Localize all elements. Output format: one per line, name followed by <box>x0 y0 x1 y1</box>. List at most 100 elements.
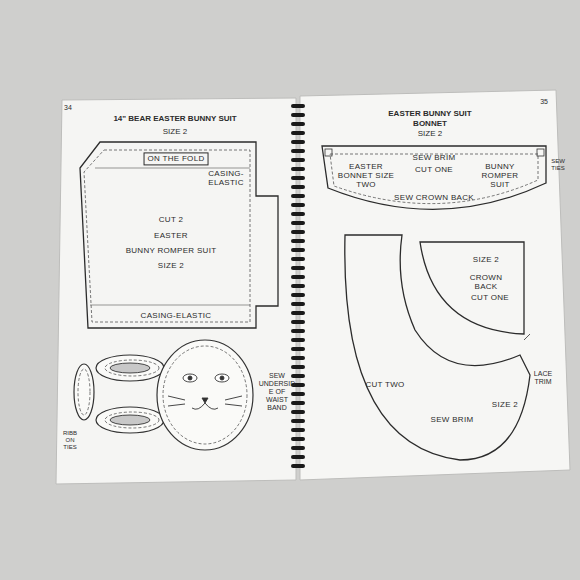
piece-label: CUT ONE <box>471 293 509 302</box>
spiral-loop <box>291 464 305 468</box>
bunny-face-piece <box>74 340 253 450</box>
note-label: EASTER BUNNY SUIT <box>360 109 500 118</box>
bunny-ear <box>96 407 164 433</box>
bunny-features <box>110 363 242 425</box>
spiral-loop <box>291 311 305 315</box>
piece-label: CUT ONE <box>415 165 453 174</box>
spiral-loop <box>291 338 305 342</box>
spiral-loop <box>291 167 305 171</box>
grain-mark <box>537 149 544 156</box>
seam-line <box>330 154 538 204</box>
spiral-loop <box>291 266 305 270</box>
spiral-loop <box>291 194 305 198</box>
piece-label: CUT 2 <box>159 215 183 224</box>
spiral-loop <box>291 320 305 324</box>
page-number: 34 <box>64 104 84 112</box>
spiral-loop <box>291 365 305 369</box>
seam-line <box>78 369 90 415</box>
pattern-piece: SIZE 2 CROWN BACK CUT ONE <box>418 238 528 338</box>
spiral-loop <box>291 176 305 180</box>
grain-mark <box>325 149 332 156</box>
inner-ear <box>110 415 150 425</box>
notch <box>524 334 530 340</box>
spiral-loop <box>291 122 305 126</box>
seam-lines <box>78 346 247 444</box>
spiral-loop <box>291 437 305 441</box>
casing-line <box>95 168 250 169</box>
piece-outline <box>320 138 548 233</box>
eye <box>183 374 197 382</box>
spiral-loop <box>291 140 305 144</box>
piece-label: BUNNY ROMPER SUIT <box>476 162 524 190</box>
pattern-piece: ON THE FOLD CASING-ELASTIC CUT 2 EASTER BUNN… <box>76 138 294 333</box>
page-number: 35 <box>528 98 548 106</box>
piece-outline <box>340 225 540 465</box>
spiral-loop <box>291 374 305 378</box>
page-heading: 14" BEAR EASTER BUNNY SUIT <box>90 114 260 123</box>
spiral-binding <box>291 104 305 468</box>
seam-line <box>163 346 247 444</box>
note-label: LACE TRIM <box>530 370 556 386</box>
pattern-piece: SEW BRIM CUT ONE EASTER BONNET SIZE TWO BUN… <box>320 138 548 233</box>
note-label: SIZE 2 <box>360 129 500 138</box>
piece-label: SIZE 2 <box>158 261 184 270</box>
piece-label: SEW BRIM <box>413 153 456 162</box>
spiral-loop <box>291 401 305 405</box>
spiral-loop <box>291 104 305 108</box>
spiral-loop <box>291 428 305 432</box>
spiral-loop <box>291 203 305 207</box>
piece-label: CASING-ELASTIC <box>141 311 212 320</box>
spiral-loop <box>291 275 305 279</box>
seam-line <box>105 412 159 428</box>
spiral-loop <box>291 302 305 306</box>
piece-label: CASING-ELASTIC <box>192 169 260 187</box>
piece-label: SEW CROWN BACK <box>394 193 474 202</box>
piece-outline <box>418 238 528 338</box>
right-page <box>300 90 570 480</box>
nose <box>202 398 208 403</box>
piece-label: BUNNY ROMPER SUIT <box>126 246 217 255</box>
spiral-loop <box>291 158 305 162</box>
cut-line <box>322 146 546 209</box>
spiral-loop <box>291 212 305 216</box>
piece-label: SIZE 2 <box>492 400 518 409</box>
spiral-loop <box>291 347 305 351</box>
spiral-loop <box>291 410 305 414</box>
cut-line <box>345 235 530 460</box>
spiral-loop <box>291 131 305 135</box>
spiral-loop <box>291 356 305 360</box>
spiral-loop <box>291 392 305 396</box>
spiral-loop <box>291 149 305 153</box>
note-label: SEW TIES <box>546 158 570 172</box>
seam-line <box>105 360 159 376</box>
spiral-loop <box>291 230 305 234</box>
spiral-loop <box>291 221 305 225</box>
piece-label: EASTER <box>154 231 188 240</box>
piece-label: CROWN BACK <box>465 273 507 291</box>
piece-label: CUT TWO <box>365 380 404 389</box>
piece-label: EASTER BONNET SIZE TWO <box>337 162 395 190</box>
spiral-loop <box>291 284 305 288</box>
spiral-loop <box>291 185 305 189</box>
pupil <box>220 376 224 380</box>
piece-label: SIZE 2 <box>473 255 499 264</box>
note-label: BONNET <box>360 119 500 128</box>
cut-line <box>80 142 278 328</box>
whiskers <box>168 396 242 406</box>
spiral-loop <box>291 446 305 450</box>
note-label: SIZE 2 <box>110 127 240 136</box>
inner-ear <box>110 363 150 373</box>
bunny-ear <box>96 355 164 381</box>
spiral-loop <box>291 248 305 252</box>
note-label: SEW UNDERSIDE OF WAIST BAND <box>258 372 296 412</box>
spiral-loop <box>291 329 305 333</box>
cut-line <box>420 242 524 334</box>
bunny-head <box>157 340 253 450</box>
spiral-loop <box>291 113 305 117</box>
pupil <box>188 376 192 380</box>
ear-lining-piece <box>74 364 94 420</box>
piece-label: SEW BRIM <box>431 415 474 424</box>
left-page <box>56 98 296 484</box>
casing-line <box>90 305 250 306</box>
piece-label: ON THE FOLD <box>144 152 209 165</box>
